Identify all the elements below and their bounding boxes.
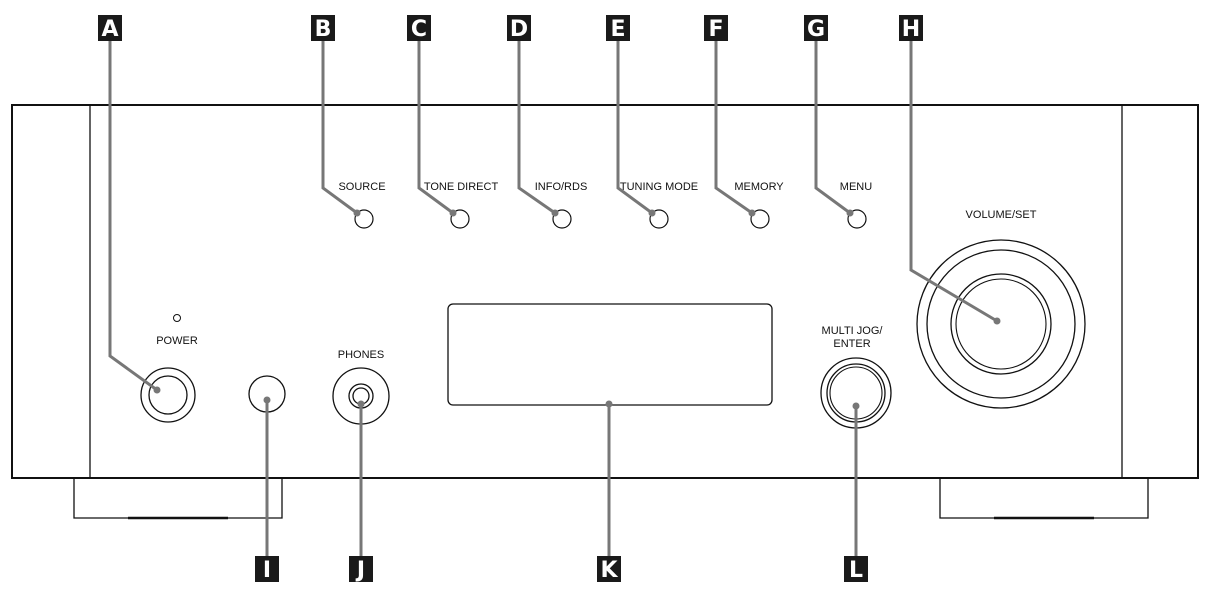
callout-c: C	[407, 15, 431, 42]
memory-label: MEMORY	[734, 181, 784, 193]
leader-line-h	[909, 36, 999, 323]
leader-line-f	[714, 36, 754, 215]
svg-text:K: K	[600, 558, 618, 583]
callout-i: I	[255, 556, 279, 583]
leader-line-a	[108, 36, 159, 392]
callout-b: B	[311, 15, 335, 42]
leader-line-c	[417, 36, 455, 215]
svg-text:C: C	[411, 17, 427, 42]
power-label: POWER	[156, 335, 198, 347]
right-foot	[939, 478, 1149, 520]
multi-jog-label-line1: MULTI JOG/	[822, 325, 884, 337]
leader-lines	[108, 36, 999, 562]
leader-endpoints	[153, 209, 1001, 410]
callout-h: H	[899, 15, 923, 42]
tone-direct-label: TONE DIRECT	[424, 181, 499, 193]
menu-label: MENU	[840, 181, 872, 193]
svg-text:G: G	[807, 17, 825, 42]
power-button[interactable]	[140, 367, 196, 423]
memory-button[interactable]	[750, 209, 770, 229]
power-indicator	[173, 314, 181, 322]
leader-line-b	[321, 36, 359, 215]
callout-g: G	[804, 15, 828, 42]
tuning-mode-label: TUNING MODE	[620, 181, 698, 193]
callout-k: K	[597, 556, 621, 583]
svg-text:D: D	[510, 17, 528, 42]
callout-l: L	[844, 556, 868, 583]
svg-text:E: E	[610, 17, 625, 42]
leader-line-g	[814, 36, 852, 215]
callout-e: E	[606, 15, 630, 42]
svg-text:J: J	[355, 558, 365, 583]
volume-set-label: VOLUME/SET	[966, 209, 1037, 221]
callout-d: D	[507, 15, 531, 42]
volume-knob[interactable]	[916, 239, 1086, 409]
phones-label: PHONES	[338, 349, 384, 361]
left-foot	[73, 478, 283, 520]
display-window	[447, 303, 773, 406]
svg-text:H: H	[902, 17, 920, 42]
svg-text:I: I	[263, 558, 271, 583]
multi-jog-label-line2: ENTER	[833, 338, 870, 350]
leader-line-d	[517, 36, 557, 215]
leader-line-e	[616, 36, 654, 215]
callout-f: F	[704, 15, 728, 42]
callout-a: A	[98, 15, 122, 42]
svg-text:A: A	[101, 17, 118, 42]
callout-j: J	[349, 556, 373, 583]
multi-jog-knob[interactable]	[820, 357, 892, 429]
svg-text:L: L	[849, 558, 863, 583]
info-rds-label: INFO/RDS	[535, 181, 588, 193]
source-label: SOURCE	[338, 181, 385, 193]
svg-text:F: F	[708, 17, 723, 42]
svg-text:B: B	[315, 17, 332, 42]
